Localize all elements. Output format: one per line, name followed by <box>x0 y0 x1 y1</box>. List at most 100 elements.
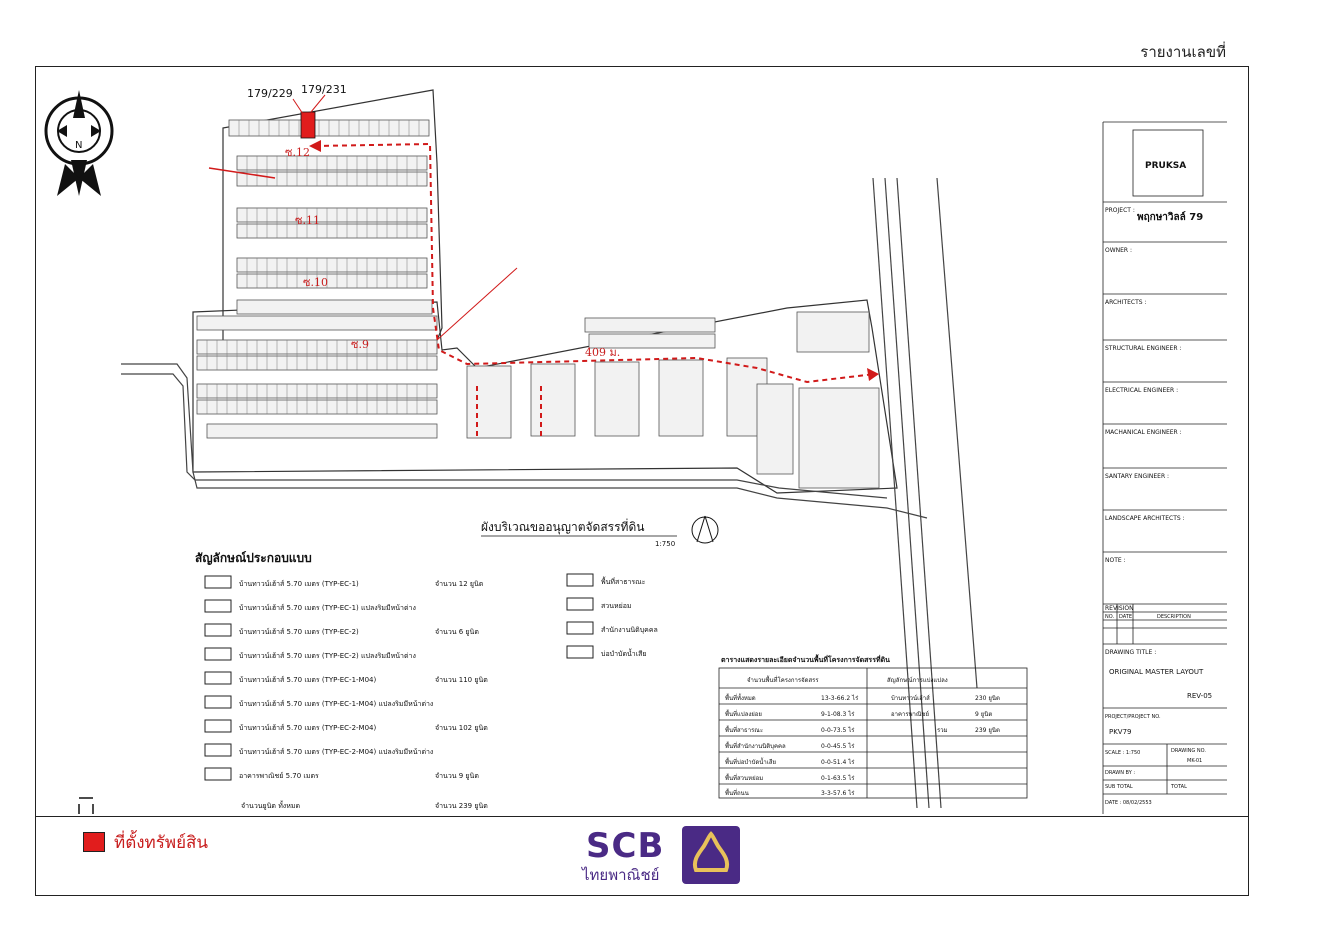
electrical-label: ELECTRICAL ENGINEER : <box>1105 387 1178 394</box>
symbol-row-qty: จำนวน 12 ยูนิต <box>435 580 484 588</box>
area-row-value: 13-3-66.2 ไร่ <box>821 694 859 702</box>
drawing-no: MK-01 <box>1187 758 1202 764</box>
structural-label: STRUCTURAL ENGINEER : <box>1105 345 1181 352</box>
plot-label-179-231: 179/231 <box>301 83 347 96</box>
area-row-label: พื้นที่สาธารณะ <box>725 724 763 734</box>
symbol-row-label: บ้านทาวน์เฮ้าส์ 5.70 เมตร (TYP-EC-2-M04) <box>239 724 377 732</box>
rev-desc-col: DESCRIPTION <box>1157 614 1191 620</box>
symbol-row-label: บ้านทาวน์เฮ้าส์ 5.70 เมตร (TYP-EC-2) แปล… <box>239 652 416 660</box>
sym-row-value: 239 ยูนิต <box>975 727 1000 734</box>
project-label: PROJECT : <box>1105 207 1135 214</box>
sanitary-label: SANTARY ENGINEER : <box>1105 473 1169 480</box>
frame-divider <box>35 816 1249 817</box>
area-row-label: พื้นที่บ่อบำบัดน้ำเสีย <box>725 756 776 766</box>
plan-north-icon <box>691 515 719 544</box>
route-start-arrow-icon <box>309 140 321 152</box>
asset-location-swatch <box>83 832 105 852</box>
architects-label: ARCHITECTS : <box>1105 299 1147 306</box>
area-row-value: 3-3-57.6 ไร่ <box>821 789 855 797</box>
project-name: พฤกษาวิลล์ 79 <box>1137 211 1203 223</box>
document-frame <box>35 66 1249 896</box>
area-row-label: พื้นที่ทั้งหมด <box>725 692 756 702</box>
area-row-value: 0-0-45.5 ไร่ <box>821 742 855 750</box>
sym-row-value: 230 ยูนิต <box>975 695 1000 702</box>
symbol-side-label: พื้นที่สาธารณะ <box>601 575 646 586</box>
soi-11-label: ซ.11 <box>295 214 320 227</box>
soi-9-label: ซ.9 <box>351 338 369 351</box>
area-col-a: จำนวนพื้นที่โครงการจัดสรร <box>747 674 819 684</box>
symbol-row-label: บ้านทาวน์เฮ้าส์ 5.70 เมตร (TYP-EC-2) <box>239 628 359 636</box>
date-label: DATE : 08/02/2553 <box>1105 800 1152 806</box>
symbol-total-qty: จำนวน 239 ยูนิต <box>435 802 488 810</box>
soi-10-label: ซ.10 <box>303 276 328 289</box>
area-row-label: พื้นที่แปลงย่อย <box>725 708 762 718</box>
rev-date-col: DATE <box>1119 614 1132 620</box>
sym-row-label: อาคารพาณิชย์ <box>891 710 929 718</box>
house-dividers <box>206 120 428 414</box>
scb-brand-name: SCB <box>586 826 665 866</box>
symbols-title: สัญลักษณ์ประกอบแบบ <box>195 551 312 565</box>
project-no-label: PROJECT/PROJECT NO. <box>1105 714 1161 720</box>
plan-caption-title: ผังบริเวณขออนุญาตจัดสรรที่ดิน <box>481 518 644 535</box>
symbol-side-label: บ่อบำบัดน้ำเสีย <box>601 647 647 658</box>
route-arrow-icon <box>867 368 879 381</box>
symbol-row-label: บ้านทาวน์เฮ้าส์ 5.70 เมตร (TYP-EC-1-M04) <box>239 676 377 684</box>
drawing-rev: REV-05 <box>1187 692 1212 700</box>
soi-12-label: ซ.12 <box>285 146 310 159</box>
compass-north-label: N <box>75 140 82 151</box>
symbol-row-qty: จำนวน 9 ยูนิต <box>435 772 479 780</box>
area-row-label: พื้นที่สวนหย่อม <box>725 772 763 782</box>
distance-label: 409 ม. <box>585 346 620 359</box>
symbol-total-label: จำนวนยูนิต ทั้งหมด <box>241 799 300 810</box>
project-no: PKV79 <box>1109 728 1132 736</box>
plot-label-179-229: 179/229 <box>247 87 293 100</box>
drawing-title: ORIGINAL MASTER LAYOUT <box>1109 668 1204 676</box>
area-col-b: สัญลักษณ์การแบ่งแปลง <box>887 676 948 684</box>
sub-total-label: SUB TOTAL <box>1105 784 1133 790</box>
owner-label: OWNER : <box>1105 247 1132 254</box>
area-table <box>718 667 1028 799</box>
area-table-title: ตารางแสดงรายละเอียดจำนวนพื้นที่โครงการจั… <box>721 653 890 664</box>
area-row-value: 0-0-51.4 ไร่ <box>821 758 855 766</box>
drawn-by-label: DRAWN BY : <box>1105 770 1135 776</box>
drawing-title-label: DRAWING TITLE : <box>1105 649 1156 656</box>
area-table-text: จำนวนพื้นที่โครงการจัดสรร สัญลักษณ์การแบ… <box>725 674 1000 797</box>
symbol-row-label: อาคารพาณิชย์ 5.70 เมตร <box>239 772 319 780</box>
title-block-text: PRUKSA PROJECT : พฤกษาวิลล์ 79 OWNER : A… <box>1105 161 1212 806</box>
scb-logo-icon <box>682 826 740 884</box>
house-rows <box>196 119 880 489</box>
plan-caption-scale: 1:750 <box>655 540 675 548</box>
asset-location-label: ที่ตั้งทรัพย์สิน <box>114 833 209 853</box>
area-row-label: พื้นที่สำนักงานนิติบุคคล <box>725 740 786 750</box>
symbol-side-label: สวนหย่อม <box>601 602 632 610</box>
landscape-label: LANDSCAPE ARCHITECTS : <box>1105 515 1185 522</box>
scb-brand-thai: ไทยพาณิชย์ <box>582 866 660 884</box>
access-route <box>314 142 876 436</box>
symbol-row-label: บ้านทาวน์เฮ้าส์ 5.70 เมตร (TYP-EC-1) <box>239 580 359 588</box>
scale-label: SCALE : 1:750 <box>1105 750 1140 756</box>
title-block <box>1102 121 1227 814</box>
symbol-row-label: บ้านทาวน์เฮ้าส์ 5.70 เมตร (TYP-EC-2-M04)… <box>239 748 433 756</box>
target-plot-marker <box>300 111 316 139</box>
note-label: NOTE : <box>1105 557 1126 564</box>
symbol-side-label: สำนักงานนิติบุคคล <box>601 626 658 634</box>
total-label: TOTAL <box>1170 784 1187 790</box>
corner-mark <box>78 797 94 814</box>
revision-label: REVISION <box>1105 605 1134 612</box>
symbol-row-qty: จำนวน 6 ยูนิต <box>435 628 479 636</box>
symbol-row-qty: จำนวน 102 ยูนิต <box>435 724 488 732</box>
sym-row-value: 9 ยูนิต <box>975 711 992 718</box>
compass-icon <box>44 90 114 196</box>
sym-row-label: รวม <box>937 727 948 734</box>
site-plan-drawing: N <box>44 83 1227 814</box>
rev-no-col: NO. <box>1105 614 1114 620</box>
mechanical-label: MACHANICAL ENGINEER : <box>1105 429 1182 436</box>
area-row-value: 0-1-63.5 ไร่ <box>821 774 855 782</box>
report-number-label: รายงานเลขที่ <box>1140 43 1226 61</box>
symbol-row-label: บ้านทาวน์เฮ้าส์ 5.70 เมตร (TYP-EC-1) แปล… <box>239 604 416 612</box>
drawing-no-label: DRAWING NO. <box>1171 748 1206 754</box>
symbol-row-label: บ้านทาวน์เฮ้าส์ 5.70 เมตร (TYP-EC-1-M04)… <box>239 700 433 708</box>
sym-row-label: บ้านทาวน์เฮ้าส์ <box>891 694 930 702</box>
area-row-label: พื้นที่ถนน <box>725 787 749 797</box>
area-row-value: 0-0-73.5 ไร่ <box>821 726 855 734</box>
